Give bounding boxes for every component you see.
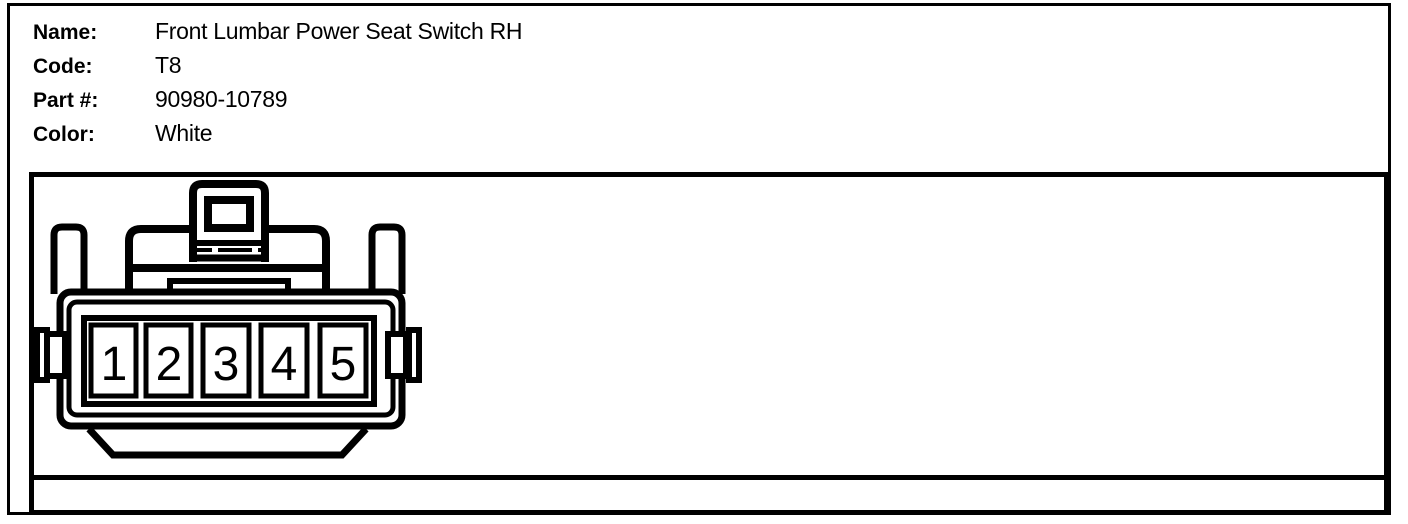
field-label-name: Name:	[33, 21, 98, 44]
pin-number-5: 5	[330, 338, 357, 391]
field-value-code: T8	[155, 52, 182, 78]
latch-lock-hatch	[193, 240, 265, 262]
connector-ear-left	[50, 223, 88, 294]
pin-cavity-2	[143, 322, 194, 399]
pin-numbers: 1 2 3 4 5	[101, 338, 357, 391]
pin-number-2: 2	[156, 338, 183, 391]
connector-skirt	[86, 426, 369, 459]
field-row-code: Code: T8	[33, 48, 1333, 82]
field-value-name: Front Lumbar Power Seat Switch RH	[155, 18, 523, 44]
pin-cavity-5	[317, 322, 369, 399]
header-fields: Name: Front Lumbar Power Seat Switch RH …	[33, 14, 1333, 150]
field-label-part-number: Part #:	[33, 89, 99, 112]
latch-button	[204, 196, 254, 232]
pin-number-3: 3	[213, 338, 240, 391]
pin-cavity-4	[258, 322, 310, 399]
pin-number-1: 1	[101, 338, 128, 391]
field-row-color: Color: White	[33, 116, 1333, 150]
footer-empty-row	[29, 475, 1389, 515]
pin-cavity-3	[200, 322, 252, 399]
field-label-color: Color:	[33, 123, 95, 146]
side-tab-right	[385, 327, 422, 383]
connector-ear-right	[368, 223, 406, 294]
field-value-color: White	[155, 120, 213, 146]
pin-cavity-1	[88, 322, 139, 399]
side-tab-left	[34, 327, 68, 383]
pin-number-4: 4	[271, 338, 298, 391]
field-row-name: Name: Front Lumbar Power Seat Switch RH	[33, 14, 1333, 48]
field-label-code: Code:	[33, 55, 93, 78]
field-value-part-number: 90980-10789	[155, 86, 288, 112]
field-row-part-number: Part #: 90980-10789	[33, 82, 1333, 116]
pin-cavities	[88, 322, 369, 399]
